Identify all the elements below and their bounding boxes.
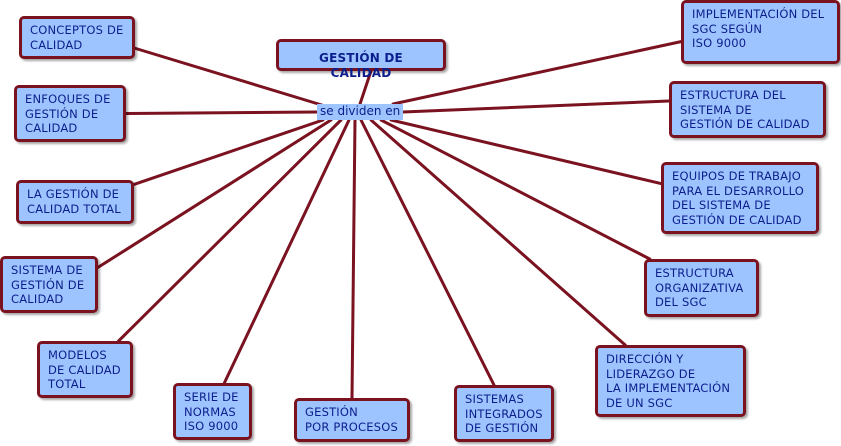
connector-enfoques <box>124 110 319 115</box>
root-concept-gestion-de-calidad[interactable]: GESTIÓN DE CALIDAD <box>276 39 446 80</box>
concept-direccion-y-liderazgo[interactable]: DIRECCIÓN Y LIDERAZGO DE LA IMPLEMENTACI… <box>595 345 746 417</box>
concept-enfoques-de-gestion[interactable]: ENFOQUES DE GESTIÓN DE CALIDAD <box>14 85 126 142</box>
concept-sistema-de-gestion[interactable]: SISTEMA DE GESTIÓN DE CALIDAD <box>0 256 98 313</box>
concept-gestion-calidad-total[interactable]: LA GESTIÓN DE CALIDAD TOTAL <box>16 180 134 224</box>
concept-modelos-de-calidad-total[interactable]: MODELOS DE CALIDAD TOTAL <box>37 341 133 398</box>
connector-implementacion <box>391 40 683 106</box>
connector-sistema <box>96 118 333 269</box>
concept-conceptos-de-calidad[interactable]: CONCEPTOS DE CALIDAD <box>19 16 135 59</box>
concept-gestion-por-procesos[interactable]: GESTIÓN POR PROCESOS <box>294 398 410 442</box>
connector-conceptos <box>133 46 327 108</box>
connector-total <box>132 118 325 186</box>
connector-root-to-phrase <box>358 69 373 106</box>
connector-organizativa <box>379 118 652 261</box>
connector-estructura <box>401 99 671 114</box>
linking-phrase[interactable]: se dividen en <box>317 104 403 120</box>
concept-serie-normas-iso-9000[interactable]: SERIE DE NORMAS ISO 9000 <box>173 383 252 440</box>
connector-serie <box>222 118 351 385</box>
concept-sistemas-integrados[interactable]: SISTEMAS INTEGRADOS DE GESTIÓN <box>454 385 554 442</box>
concept-equipos-de-trabajo[interactable]: EQUIPOS DE TRABAJO PARA EL DESARROLLO DE… <box>661 162 819 234</box>
connector-equipos <box>389 118 663 186</box>
connector-modelos <box>117 118 343 343</box>
connector-direccion <box>369 118 627 347</box>
concept-estructura-del-sistema[interactable]: ESTRUCTURA DEL SISTEMA DE GESTIÓN DE CAL… <box>669 81 826 138</box>
concept-implementacion-sgc[interactable]: IMPLEMENTACIÓN DEL SGC SEGÚN ISO 9000 <box>681 0 840 64</box>
connector-procesos <box>350 118 357 400</box>
concept-estructura-organizativa[interactable]: ESTRUCTURA ORGANIZATIVA DEL SGC <box>644 259 759 317</box>
connector-integrados <box>359 118 496 387</box>
